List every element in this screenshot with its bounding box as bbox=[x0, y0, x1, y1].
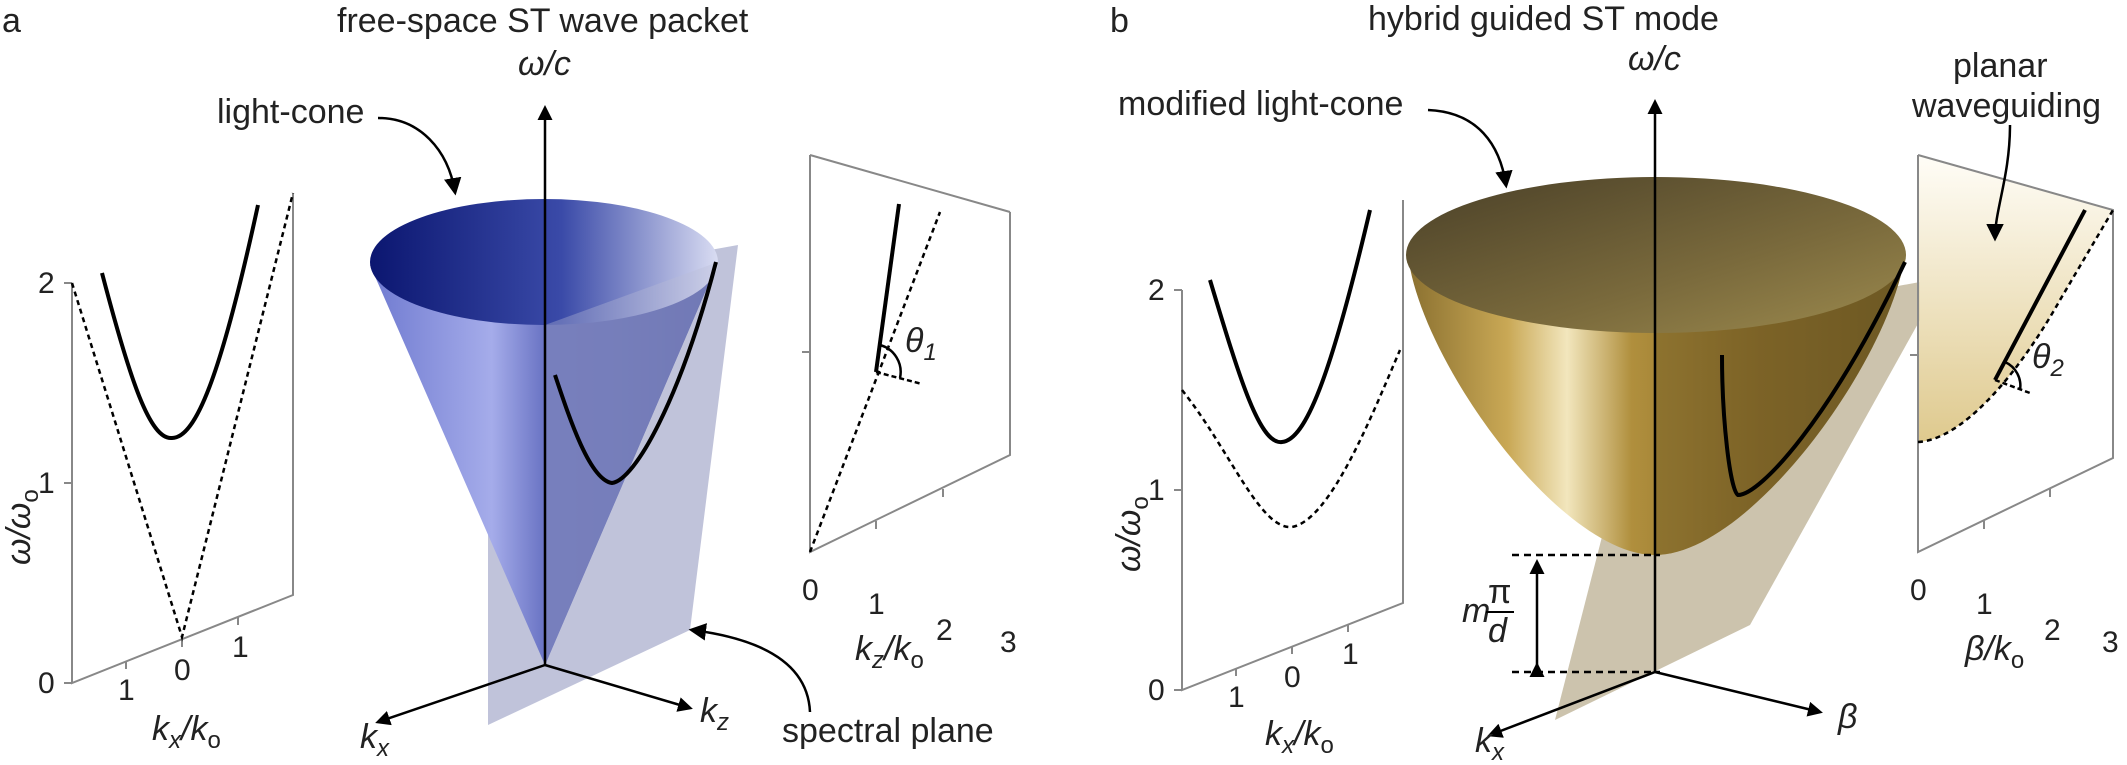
panel-b-letter: b bbox=[1110, 2, 1129, 40]
cutoff-pi: π bbox=[1488, 573, 1511, 611]
tick-y-0: 0 bbox=[38, 667, 55, 700]
b-tick-x-0: 0 bbox=[1284, 661, 1301, 694]
tick-x-1-left: 1 bbox=[118, 674, 135, 707]
intersection-curve bbox=[553, 261, 718, 486]
tick-y-2: 2 bbox=[38, 267, 55, 300]
panel-b: b hybrid guided ST mode 2 1 0 1 0 1 ω/ωo… bbox=[1110, 0, 2119, 765]
kz-axis-label: kz bbox=[700, 692, 729, 736]
panel-a-right-plot: θ1 0 1 2 3 kz/ko bbox=[802, 154, 1017, 674]
b-tick-y-2: 2 bbox=[1148, 274, 1165, 307]
b-kx-axis-label: kx bbox=[1475, 722, 1505, 765]
b-right-tick-0: 0 bbox=[1910, 574, 1927, 607]
theta2-label: θ2 bbox=[2032, 338, 2064, 382]
cutoff-m: m bbox=[1462, 592, 1490, 630]
tick-y-1: 1 bbox=[38, 467, 55, 500]
panel-a: a free-space ST wave packet 2 1 0 1 0 1 … bbox=[0, 2, 1017, 762]
b-right-tick-3: 3 bbox=[2102, 626, 2119, 659]
light-cone-label: light-cone bbox=[217, 93, 364, 131]
y-axis-label: ω/ωo bbox=[0, 489, 44, 565]
panel-a-title: free-space ST wave packet bbox=[337, 2, 749, 40]
right-tick-3: 3 bbox=[1000, 626, 1017, 659]
right-tick-0: 0 bbox=[802, 574, 819, 607]
b-x-axis-label: kx/ko bbox=[1265, 715, 1334, 759]
panel-b-right-plot: θ2 planar waveguiding 0 1 2 3 β/ko bbox=[1910, 47, 2119, 674]
b-y-axis-label: ω/ωo bbox=[1110, 496, 1154, 572]
b-right-tick-2: 2 bbox=[2044, 614, 2061, 647]
right-tick-1: 1 bbox=[868, 588, 885, 621]
kx-axis bbox=[375, 663, 546, 726]
omega-axis-label: ω/c bbox=[518, 45, 571, 83]
panel-b-left-plot: 2 1 0 1 0 1 ω/ωo kx/ko bbox=[1110, 200, 1404, 759]
theta1-label: θ1 bbox=[905, 322, 937, 366]
cutoff-d: d bbox=[1488, 612, 1508, 650]
guide-label-2: waveguiding bbox=[1911, 87, 2101, 125]
guide-label-1: planar bbox=[1953, 47, 2048, 85]
b-right-tick-1: 1 bbox=[1976, 588, 1993, 621]
b-tick-x-1-right: 1 bbox=[1342, 638, 1359, 671]
tick-x-0: 0 bbox=[174, 654, 191, 687]
modified-light-cone-arrow bbox=[1427, 108, 1513, 189]
kz-axis bbox=[544, 663, 693, 712]
b-right-x-axis-label: β/ko bbox=[1964, 630, 2024, 674]
b-tick-y-1: 1 bbox=[1148, 474, 1165, 507]
spectral-plane-arrow bbox=[688, 623, 812, 713]
x-axis-label: kx/ko bbox=[152, 710, 221, 754]
light-cone-arrow bbox=[377, 116, 462, 196]
beta-axis bbox=[1654, 670, 1823, 717]
b-omega-axis-label: ω/c bbox=[1628, 40, 1681, 78]
b-intersection-curve bbox=[1720, 261, 1907, 498]
beta-axis-label: β bbox=[1837, 698, 1857, 736]
right-x-axis-label: kz/ko bbox=[855, 630, 924, 674]
b-kx-axis bbox=[1487, 670, 1656, 738]
guide-arrow bbox=[1986, 124, 2012, 242]
modified-light-cone bbox=[1408, 255, 1905, 555]
b-tick-y-0: 0 bbox=[1148, 674, 1165, 707]
panel-a-left-plot: 2 1 0 1 0 1 ω/ωo kx/ko bbox=[0, 192, 295, 754]
right-tick-2: 2 bbox=[936, 614, 953, 647]
panel-b-title: hybrid guided ST mode bbox=[1368, 0, 1719, 38]
panel-a-letter: a bbox=[2, 2, 21, 40]
tick-x-1-right: 1 bbox=[232, 631, 249, 664]
b-tick-x-1-left: 1 bbox=[1228, 681, 1245, 714]
spectral-plane-label: spectral plane bbox=[782, 712, 994, 750]
modified-light-cone-label: modified light-cone bbox=[1118, 85, 1403, 123]
kx-axis-label: kx bbox=[360, 718, 390, 762]
